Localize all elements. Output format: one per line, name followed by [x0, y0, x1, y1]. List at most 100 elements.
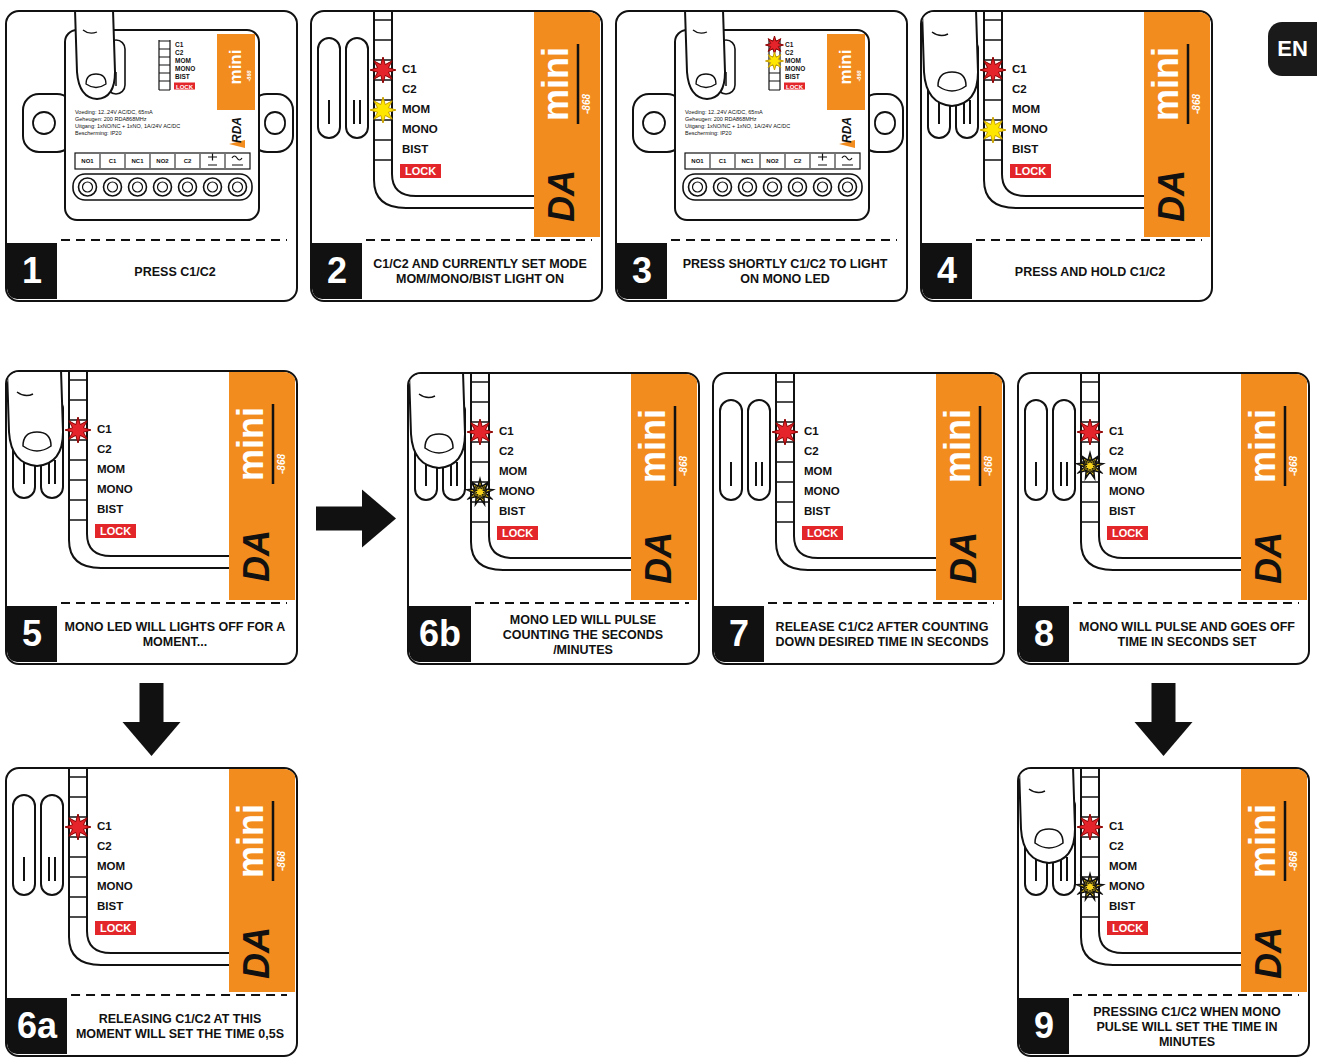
led-window — [159, 73, 170, 74]
terminal-label: NO2 — [766, 158, 778, 164]
led-window — [374, 159, 392, 161]
led-window — [1081, 916, 1099, 918]
button-mark — [359, 100, 361, 124]
terminal-screw — [739, 178, 757, 196]
brand-logo-text: RDA — [231, 117, 243, 143]
brand-logo-text: -868 — [277, 851, 287, 871]
led-label: BIST — [804, 506, 830, 518]
lock-indicator-label: LOCK — [497, 526, 538, 540]
brand-logo-text: mini — [233, 407, 269, 481]
step-caption: MONO WILL PULSE AND GOES OFF TIME IN SEC… — [1075, 608, 1299, 662]
brand-logo-text: mini — [1245, 409, 1281, 483]
terminal-label: C1 — [109, 158, 117, 164]
led-window — [471, 521, 489, 523]
led-label: C1 — [175, 42, 183, 49]
finger — [75, 12, 115, 99]
led-label: MONO — [402, 124, 438, 136]
finger-crease — [419, 394, 435, 398]
led-window — [69, 459, 87, 461]
step-panel: C1C2MOMMONOBISTLOCKmini-868DA7RELEASE C1… — [712, 372, 1005, 665]
led-window — [1081, 896, 1099, 898]
led-label: C1 — [785, 42, 793, 49]
housing-edge — [794, 374, 936, 558]
brand-logo-text: -868 — [1289, 456, 1299, 476]
finger-nail — [425, 434, 453, 453]
led-window — [1081, 481, 1099, 483]
led-label: MOM — [499, 466, 527, 478]
button-mark — [1066, 462, 1068, 486]
remote-button — [346, 38, 368, 138]
led-pulse-star — [1077, 453, 1103, 478]
housing-edge — [69, 372, 229, 568]
orange-band — [1144, 12, 1210, 237]
finger — [1019, 769, 1075, 863]
led-red-star — [65, 417, 91, 443]
finger-nail — [1035, 829, 1063, 848]
caption-divider — [475, 602, 689, 604]
brand-logo-text: DA — [544, 170, 580, 222]
led-window — [69, 776, 87, 778]
remote-button — [1053, 400, 1075, 500]
lock-indicator-label: LOCK — [95, 921, 136, 935]
led-pulse-star — [1077, 874, 1103, 899]
step-panel: C1C2MOMMONOBISTLOCKmini-868DA8MONO WILL … — [1017, 372, 1310, 665]
led-yellow-star — [370, 97, 396, 123]
finger-crease — [1029, 789, 1045, 793]
terminal-divider — [785, 154, 786, 168]
terminal-screw — [179, 178, 197, 196]
caption-divider — [976, 239, 1202, 241]
terminal-screw — [104, 178, 122, 196]
terminal-screw-head — [793, 182, 803, 192]
led-red-star — [370, 57, 396, 83]
finger — [7, 372, 63, 466]
led-label: C2 — [785, 50, 793, 57]
button-mark — [755, 462, 757, 486]
caption-divider — [61, 602, 287, 604]
led-label: BIST — [97, 504, 123, 516]
led-window — [471, 401, 489, 403]
led-label: C1 — [1012, 64, 1027, 76]
step-number: 5 — [7, 606, 57, 662]
step-caption: MONO LED WILL LIGHTS OFF FOR A MOMENT... — [63, 608, 287, 662]
finger — [685, 12, 725, 99]
mounting-hole — [33, 112, 55, 134]
step-caption: C1/C2 AND CURRENTLY SET MODE MOM/MONO/BI… — [368, 245, 592, 299]
brand-logo-text: -868 — [582, 94, 592, 114]
housing-edge — [489, 374, 631, 558]
ac-symbol — [842, 156, 853, 165]
led-label: BIST — [1012, 144, 1038, 156]
terminal-divider — [735, 154, 736, 168]
illustration-group — [633, 12, 903, 220]
housing-edge — [984, 12, 1144, 208]
flow-arrow — [316, 490, 396, 548]
terminal-strip — [75, 153, 250, 169]
button-mark — [328, 100, 330, 124]
led-window — [69, 499, 87, 501]
caption-divider — [1073, 602, 1299, 604]
led-label: BIST — [1109, 901, 1135, 913]
led-window — [769, 81, 780, 82]
housing-edge — [1081, 374, 1241, 570]
spec-text: Bescherming: IP20 — [685, 131, 731, 137]
remote-button — [318, 38, 340, 138]
terminal-label: NO2 — [156, 158, 168, 164]
ac-symbol — [232, 156, 243, 165]
lock-indicator-label: LOCK — [174, 83, 195, 90]
logo-underline — [577, 44, 580, 124]
flow-arrow — [123, 683, 181, 756]
brand-logo-text: mini — [227, 50, 244, 85]
led-label: BIST — [175, 74, 190, 81]
brand-logo-text: mini — [837, 50, 854, 85]
led-label: C2 — [402, 84, 417, 96]
terminal-screw-head — [233, 182, 243, 192]
housing-edge — [1002, 12, 1144, 196]
led-window — [159, 49, 170, 50]
illustration-group — [1025, 374, 1307, 600]
lock-indicator-label: LOCK — [1107, 526, 1148, 540]
arrow-head — [1135, 722, 1193, 756]
led-window — [1081, 521, 1099, 523]
led-label: C1 — [1109, 426, 1124, 438]
illustration-group — [318, 12, 600, 237]
finger-nail — [86, 74, 106, 88]
led-window — [69, 379, 87, 381]
